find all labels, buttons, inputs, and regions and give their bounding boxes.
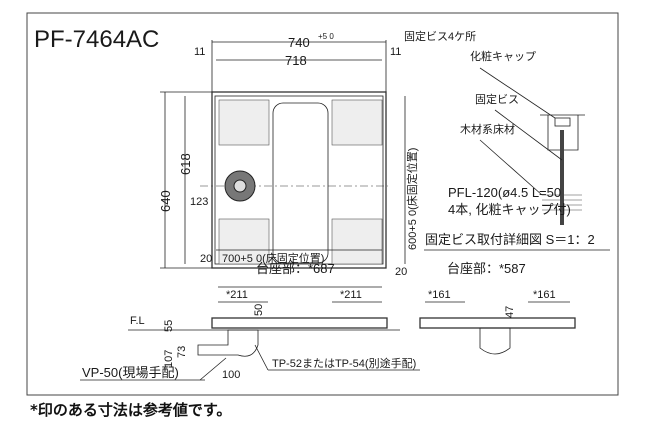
detail-caption: 固定ビス取付詳細図 S＝1：2 xyxy=(425,232,595,247)
pipe-label: VP-50(現場手配) xyxy=(82,365,179,380)
footnote: *印のある寸法は参考値です。 xyxy=(30,401,232,419)
section-left xyxy=(80,286,420,381)
floor-fix-height: 600+5 0(床固定位置) xyxy=(405,148,419,250)
dim-73: 73 xyxy=(176,346,188,358)
dim-718: 718 xyxy=(285,53,307,68)
section-right xyxy=(419,301,576,355)
dim-740: 740 xyxy=(288,35,310,50)
spec-line-1: PFL-120(ø4.5 L=50 xyxy=(448,185,561,200)
plan-view xyxy=(160,40,406,269)
dim-20-bottom: 20 xyxy=(200,253,212,265)
dim-55: 55 xyxy=(163,320,175,332)
dim-107: 107 xyxy=(163,350,175,368)
dim-161-a: *161 xyxy=(428,289,451,301)
fl-label: F.L xyxy=(130,315,145,327)
dim-20-corner: 20 xyxy=(395,266,407,278)
base-687: 台座部：*687 xyxy=(256,261,335,276)
screw-note: 固定ビス4ケ所 xyxy=(404,29,476,43)
frame xyxy=(26,12,619,396)
dim-11-left: 11 xyxy=(194,46,205,58)
grid-pads xyxy=(218,99,383,265)
cap-label: 化粧キャップ xyxy=(470,49,536,63)
dim-50: 50 xyxy=(253,304,265,316)
dim-11-right: 11 xyxy=(390,46,401,58)
spec-line-2: 4本, 化粧キャップ付) xyxy=(448,202,571,217)
dim-47: 47 xyxy=(504,306,516,318)
base-587: 台座部：*587 xyxy=(447,261,526,276)
dim-211-b: *211 xyxy=(340,289,362,301)
dim-100: 100 xyxy=(222,369,240,381)
dim-161-b: *161 xyxy=(533,289,556,301)
screw-detail xyxy=(479,67,585,225)
model-title: PF-7464AC xyxy=(34,26,159,53)
dim-211-a: *211 xyxy=(226,289,248,301)
trap-label: TP-52またはTP-54(別途手配) xyxy=(272,356,416,370)
dim-640: 640 xyxy=(158,190,173,212)
floor-fix-width: 700+5 0(床固定位置) xyxy=(222,251,324,265)
dim-740-tol: +5 0 xyxy=(318,32,334,41)
dim-618: 618 xyxy=(178,153,193,175)
dim-123: 123 xyxy=(190,196,208,208)
floor-material-label: 木材系床材 xyxy=(460,122,515,136)
cap-icon xyxy=(554,117,571,127)
screw-label: 固定ビス xyxy=(475,92,519,106)
